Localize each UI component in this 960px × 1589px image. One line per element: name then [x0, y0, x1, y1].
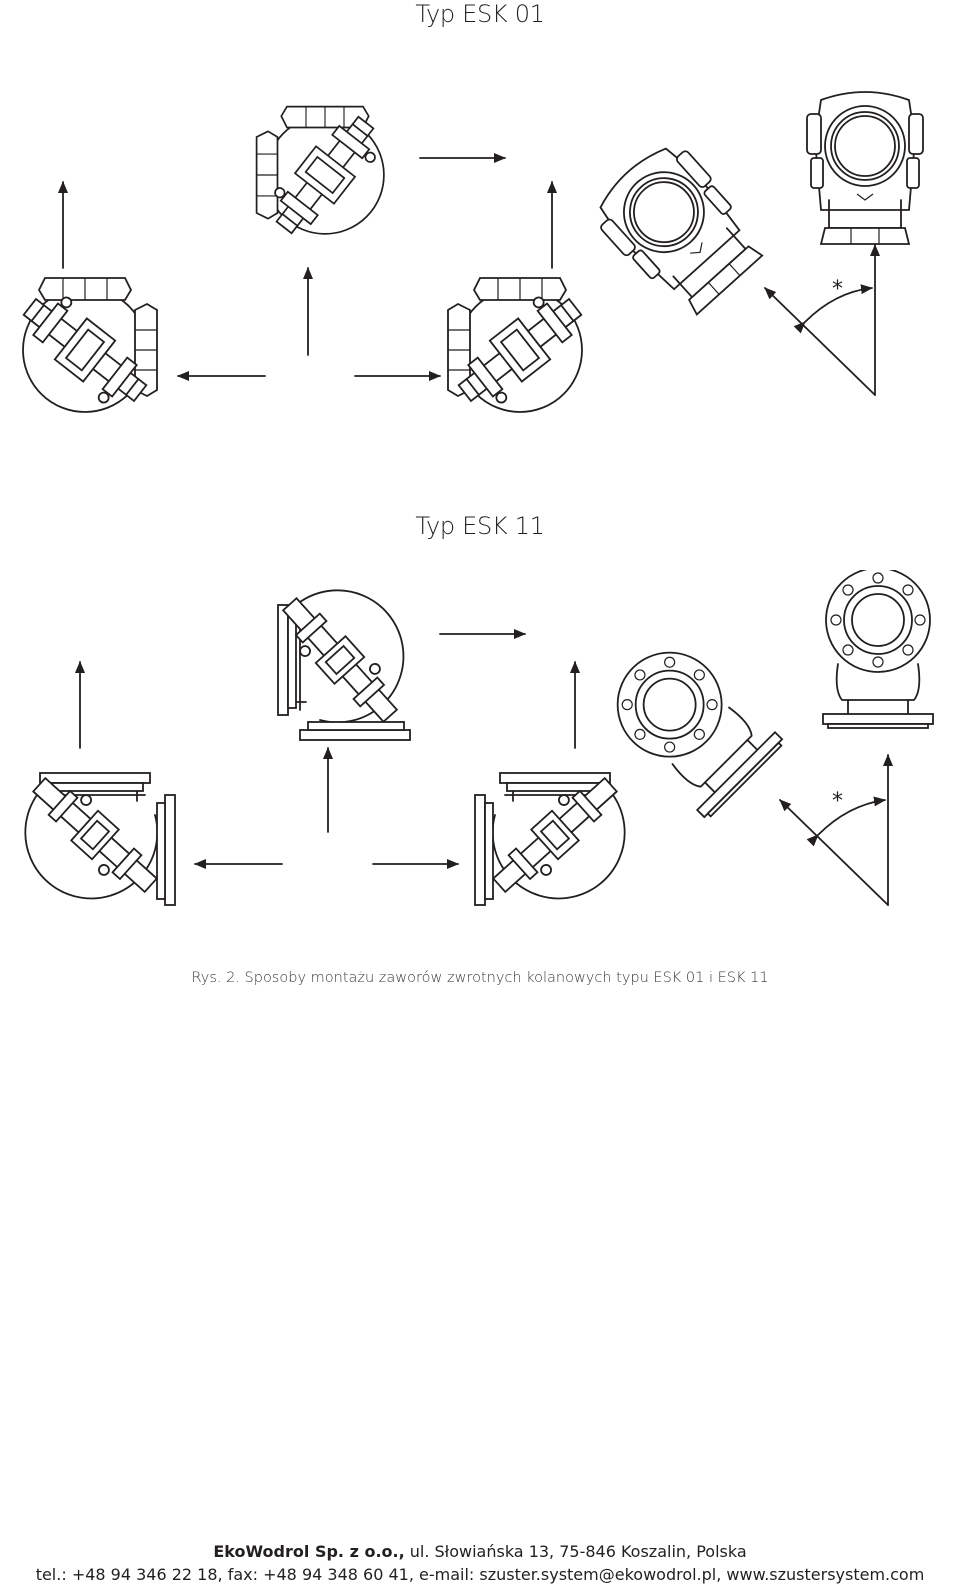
angle-indicator: *: [779, 754, 893, 906]
footer-contact-line: tel.: +48 94 346 22 18, fax: +48 94 348 …: [35, 1565, 925, 1584]
valve-esk01-left: [9, 277, 161, 419]
esk01-mounting-diagram: *: [9, 91, 924, 419]
angle-indicator: *: [764, 244, 880, 396]
figure-title-esk01: Typ ESK 01: [415, 0, 545, 28]
angle-mark: *: [832, 277, 843, 302]
footer-company-line: EkoWodrol Sp. z o.o., ul. Słowiańska 13,…: [0, 1540, 960, 1563]
valve-esk11-right: [474, 765, 629, 906]
valve-esk11-front: [822, 570, 934, 729]
valve-esk11-left: [21, 765, 176, 906]
valve-esk01-right: [444, 277, 596, 419]
figure-title-esk11: Typ ESK 11: [415, 512, 545, 540]
flow-arrows: [75, 629, 580, 869]
valve-esk11-tilted-front: [593, 628, 786, 821]
valve-esk01-tilted-front: [583, 132, 774, 325]
page-footer: EkoWodrol Sp. z o.o., ul. Słowiańska 13,…: [0, 1540, 960, 1586]
figure-caption: Rys. 2. Sposoby montażu zaworów zwrotnyc…: [191, 970, 769, 986]
valve-esk01-top: [255, 103, 391, 247]
company-address: ul. Słowiańska 13, 75-846 Koszalin, Pols…: [404, 1542, 747, 1561]
valve-esk01-front: [806, 91, 924, 245]
company-name: EkoWodrol Sp. z o.o.,: [213, 1542, 405, 1561]
flow-arrows: [58, 153, 557, 381]
angle-mark: *: [832, 789, 843, 814]
valve-esk11-top: [270, 586, 411, 741]
esk11-mounting-diagram: *: [21, 570, 934, 906]
